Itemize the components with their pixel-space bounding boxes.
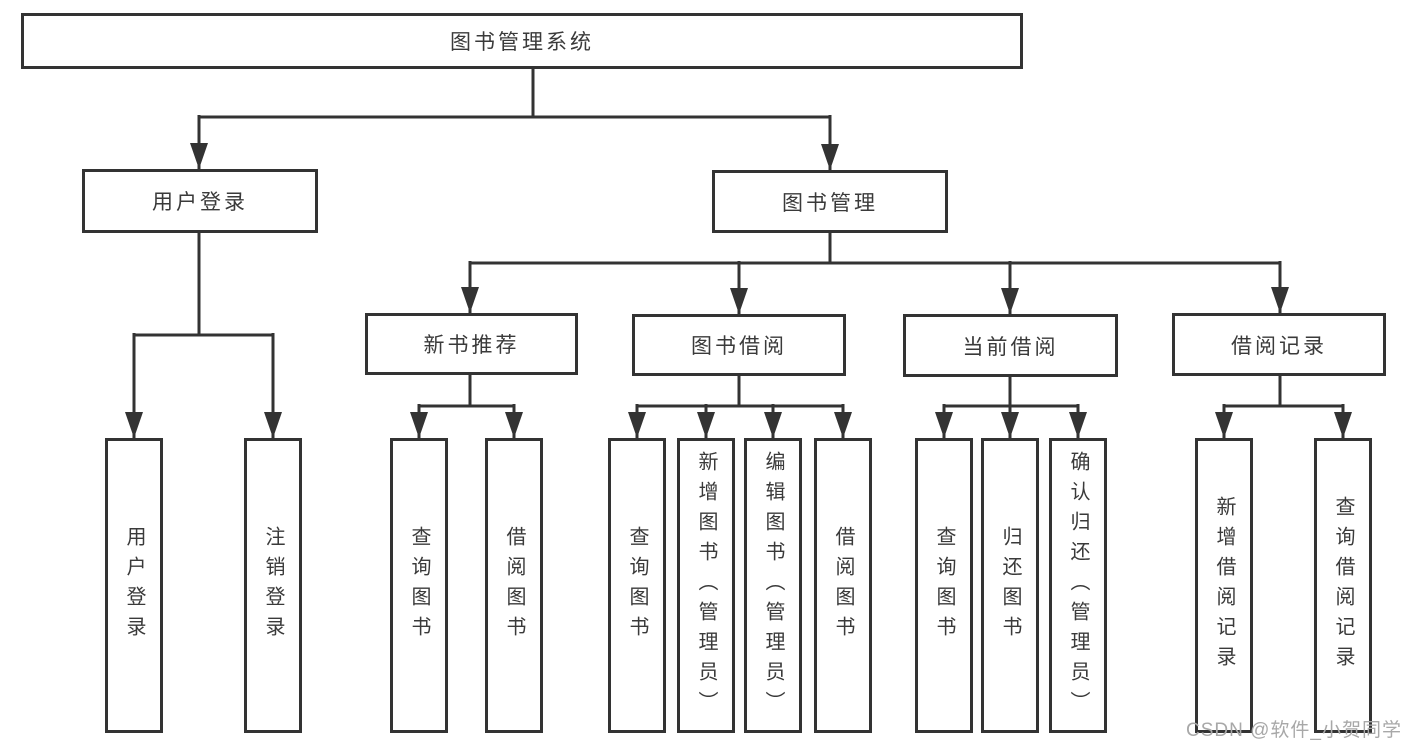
node-label: 借阅记录 (1231, 334, 1327, 358)
node-label: 查询图书 (933, 525, 955, 646)
node-borrow-books-action: 借阅图书 (814, 438, 872, 733)
node-book-borrow: 图书借阅 (632, 314, 846, 376)
node-query-borrow-record: 查询借阅记录 (1314, 438, 1372, 733)
node-label: 借阅图书 (503, 525, 525, 646)
node-label: 新增借阅记录 (1213, 495, 1235, 676)
node-label: 借阅图书 (832, 525, 854, 646)
node-label: 当前借阅 (962, 335, 1059, 359)
node-label: 查询借阅记录 (1332, 495, 1354, 676)
node-label: 图书管理 (782, 191, 878, 215)
node-confirm-return-admin: 确认归还（管理员） (1049, 438, 1107, 733)
node-label: 查询图书 (626, 525, 648, 646)
node-borrow-records: 借阅记录 (1172, 313, 1386, 376)
node-query-books-current: 查询图书 (915, 438, 973, 733)
node-borrow-books-recommend: 借阅图书 (485, 438, 543, 733)
watermark: CSDN @软件_小贺同学 (1186, 720, 1402, 741)
node-current-borrow: 当前借阅 (903, 314, 1118, 377)
node-book-management: 图书管理 (712, 170, 948, 233)
node-user-login-action: 用户登录 (105, 438, 163, 733)
node-label: 图书管理系统 (450, 31, 594, 54)
node-root: 图书管理系统 (21, 13, 1023, 69)
node-label: 新增图书（管理员） (695, 450, 717, 721)
node-label: 确认归还（管理员） (1067, 450, 1089, 721)
node-return-books: 归还图书 (981, 438, 1039, 733)
node-label: 新书推荐 (423, 334, 520, 357)
node-label: 注销登录 (262, 525, 284, 646)
node-label: 编辑图书（管理员） (762, 450, 784, 721)
node-query-books-borrow: 查询图书 (608, 438, 666, 733)
node-query-books-recommend: 查询图书 (390, 438, 448, 733)
node-label: 归还图书 (999, 525, 1021, 646)
node-label: 查询图书 (408, 525, 430, 646)
node-logout: 注销登录 (244, 438, 302, 733)
node-label: 用户登录 (123, 525, 145, 646)
node-label: 用户登录 (152, 191, 248, 214)
node-add-books-admin: 新增图书（管理员） (677, 438, 735, 733)
node-add-borrow-record: 新增借阅记录 (1195, 438, 1253, 733)
node-user-login: 用户登录 (82, 169, 318, 233)
node-new-book-recommend: 新书推荐 (365, 313, 578, 375)
node-label: 图书借阅 (691, 335, 787, 358)
node-edit-books-admin: 编辑图书（管理员） (744, 438, 802, 733)
